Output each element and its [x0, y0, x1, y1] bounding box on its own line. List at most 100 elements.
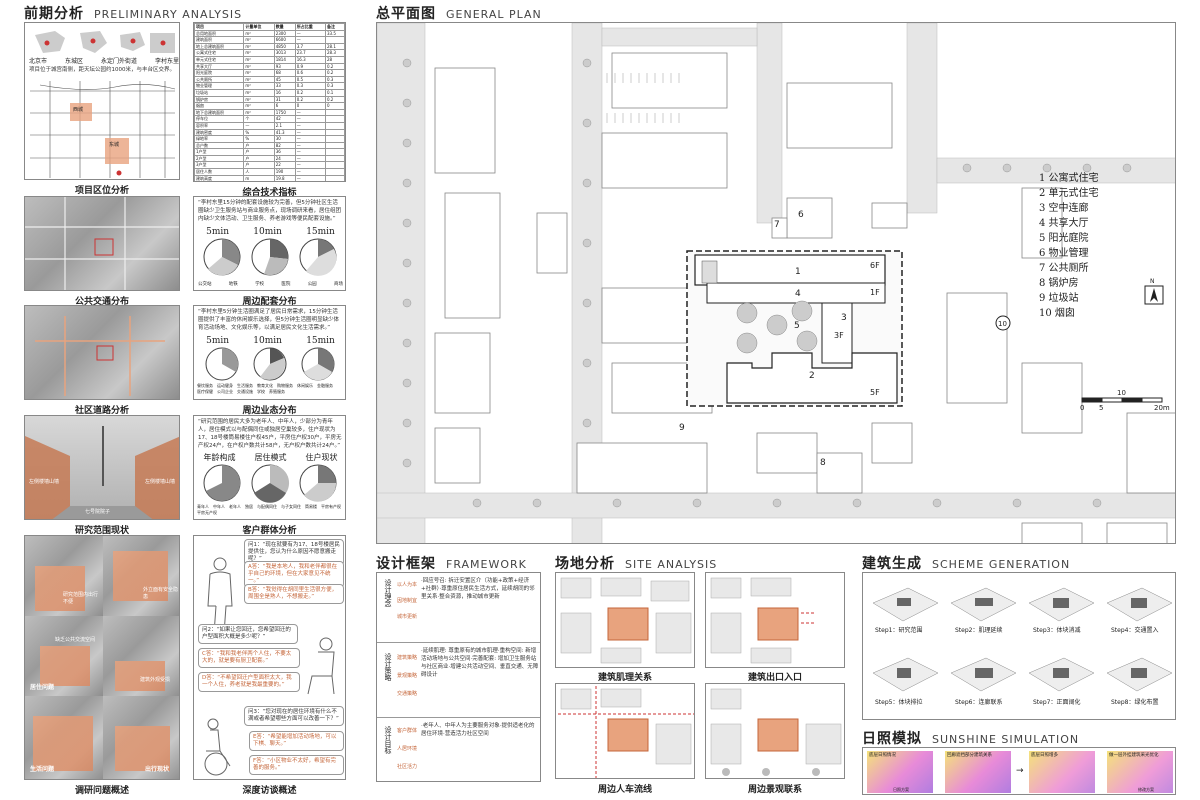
table-cell — [324, 115, 345, 123]
business-pies — [205, 347, 335, 381]
table-cell: 绿地率 — [194, 135, 245, 143]
scale-label: 5 — [1099, 404, 1104, 412]
scale-bar — [1081, 397, 1163, 403]
caption-issues: 调研问题概述 — [74, 786, 129, 796]
table-cell: 6600 — [273, 36, 296, 44]
framework-items: 以人为本因地制宜城市更新 — [397, 582, 418, 620]
location-desc: 项目位于城宫南侧，距天坛公园约1000米，与丰台区交界。 — [29, 67, 175, 73]
pin-icon — [44, 40, 50, 46]
pie-chart — [205, 347, 239, 381]
issue-highlight — [115, 661, 165, 691]
table-cell — [324, 121, 345, 130]
beijing-shape — [35, 31, 65, 53]
table-cell: 28.3 — [324, 49, 345, 57]
table-cell: 36 — [273, 148, 296, 156]
framework-panel: 设计理念 以人为本因地制宜城市更新 ·回应号召: 拆迁安置区介（功能+政策+经济… — [376, 572, 541, 782]
table-cell: 82 — [273, 141, 296, 150]
xicheng-zone — [70, 103, 92, 121]
answer-bubble: E答：“希望能增加活动场地，可以下棋、聊天。” — [249, 731, 344, 751]
table-cell — [324, 148, 345, 156]
texture-diagram — [555, 572, 695, 668]
issues-collage: 研究范围内出行不便 外立面有安全隐患 缺乏公共交流空间 居住问题 建筑外观受损 … — [24, 535, 180, 780]
sunshine-map — [1029, 751, 1095, 793]
building-number: 3 — [841, 313, 847, 323]
table-cell: 居住人数 — [194, 168, 245, 176]
table-cell: 计量单位 — [243, 23, 275, 31]
table-cell: 3013 — [273, 49, 296, 57]
district-label: 西城 — [73, 107, 84, 113]
table-cell: 0.2 — [294, 88, 326, 97]
table-row: 容积率—2.1— — [194, 121, 345, 130]
roads-map — [24, 305, 180, 400]
roads-overlay — [35, 316, 165, 396]
table-cell: 烟囱 — [194, 102, 245, 110]
framework-row: 设计目标 客户群体人居环境社区活力 ·老年人、中年人为主要服务对象·提供适老化的… — [377, 718, 540, 781]
table-cell — [324, 135, 345, 143]
table-cell: 垃圾站 — [194, 88, 245, 97]
caption-landscape: 周边景观联系 — [747, 785, 802, 795]
location-panel: 北京市 东城区 永定门外街道 李村东里 项目位于城宫南侧，距天坛公园约1000米… — [24, 22, 180, 180]
table-cell: 停车位 — [194, 115, 245, 123]
answer-bubble: F答：“小区物业不太好，希望有完善的服务。” — [249, 755, 344, 775]
location-labels: 北京市 东城区 永定门外街道 李村东里 — [29, 58, 179, 65]
current-photo-art — [25, 426, 179, 519]
photo-label: 左侧楼墙山墙 — [144, 479, 175, 485]
issue-highlight — [115, 726, 170, 771]
table-cell — [324, 168, 345, 176]
north-arrow — [1144, 285, 1164, 305]
table-cell: 建筑面积 — [194, 36, 245, 44]
seated-person-icon — [307, 637, 335, 695]
table-cell: 容积率 — [194, 121, 245, 130]
table-cell: 4850 — [273, 42, 296, 51]
building-number: 1 — [795, 267, 801, 277]
location-map — [30, 31, 176, 178]
plan-legend: 1 公寓式住宅 2 单元式住宅 3 空中连廊 4 共享大厅 5 阳光庭院 6 物… — [1039, 173, 1099, 319]
table-cell: 地下总建筑面积 — [194, 108, 245, 117]
table-cell: 0.2 — [324, 69, 345, 77]
table-cell: 6 — [273, 102, 296, 110]
table-cell: 总户数 — [194, 141, 245, 150]
table-cell: 2.1 — [273, 121, 296, 130]
table-cell: 2户型 — [194, 154, 245, 163]
road-network — [30, 81, 176, 178]
scale-label: 10 — [1117, 389, 1126, 397]
table-header: 项目计量单位数量所占比重备注 — [194, 23, 345, 31]
pin-icon — [160, 40, 166, 46]
sunshine-note: 修改方案 — [1138, 787, 1154, 792]
transit-map — [24, 196, 180, 291]
sunshine-map — [945, 751, 1011, 793]
table-cell: — — [294, 154, 326, 163]
table-cell: 33 — [273, 82, 296, 90]
texture-drawing — [560, 577, 692, 664]
interview-panel: 问1：“现在就要有为17、18号楼居民提供住，您认为什么原因不愿意搬走呢？” A… — [193, 535, 346, 780]
table-cell: 28 — [324, 55, 345, 64]
clients-panel: “研究范围的居民大多为老年人、中年人，少部分为青年人，居住模式以与配偶同住或独居… — [193, 415, 346, 520]
table-cell: — — [294, 174, 326, 181]
sunshine-panel: → 底层日照情况 回廊遮挡部分建筑关系 底层日照增多 做一层外挂建筑采光优化 日… — [862, 747, 1176, 795]
table-cell: m² — [243, 36, 275, 44]
table-cell: 个 — [243, 115, 275, 123]
caption-current: 研究范围现状 — [74, 526, 129, 536]
business-panel: “李村东里5分钟生活圈满足了居民日常需求，15分钟生活圈提供了丰富的休闲娱乐选择… — [193, 305, 346, 400]
table-cell: 31 — [273, 95, 296, 104]
table-cell: 23.7 — [294, 49, 326, 57]
table-cell: 41.3 — [273, 128, 296, 137]
entrance-drawing — [710, 577, 816, 664]
table-cell: 33.5 — [324, 29, 345, 38]
building-number: 4 — [795, 289, 801, 299]
framework-text: ·回应号召: 拆迁安置区介（功能+政策+经济+社群）·尊重原住居民生活方式，延续… — [421, 578, 535, 600]
scheme-step: Step6：连廊联系 — [955, 699, 1003, 706]
scheme-drawings — [872, 587, 1173, 692]
table-cell — [324, 128, 345, 137]
